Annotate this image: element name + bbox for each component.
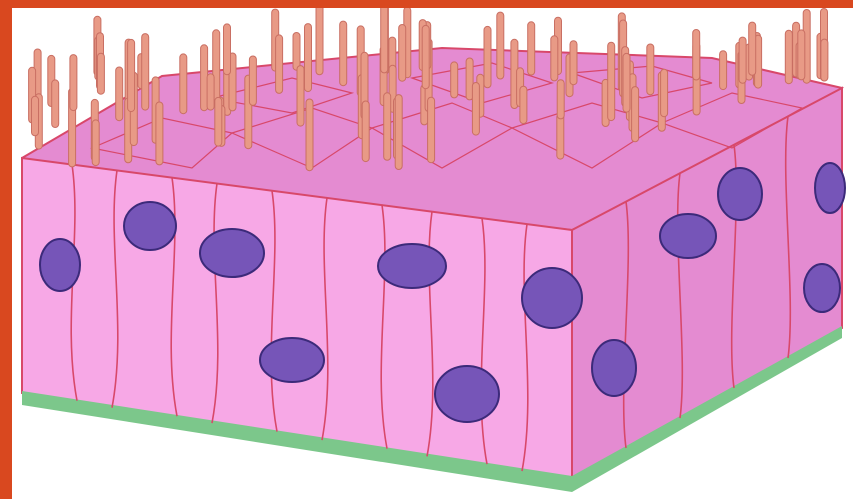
cilium [557,114,564,159]
cilium [785,30,792,83]
cilium [497,12,504,79]
cilium [720,51,727,90]
accent-bar-top [0,0,853,8]
cilium [52,80,59,128]
cilium [201,45,208,111]
accent-bar-left [0,0,12,499]
cilium [608,42,615,120]
epithelium-illustration [12,8,853,499]
cilium [557,80,564,119]
cilium [316,8,323,75]
nucleus [435,366,499,422]
cilium [92,120,99,166]
cilium [305,24,312,92]
cilium [180,54,187,114]
cilium [249,56,256,105]
cilium [224,24,231,75]
cilium [551,36,558,81]
nucleus [660,214,716,258]
cilium [381,8,388,73]
cilium [215,97,222,146]
cilium [798,30,805,80]
cilium [70,55,77,111]
cilium [528,22,535,75]
nucleus [40,239,80,291]
cilium [142,34,149,111]
cilium [693,30,700,81]
cilium [739,37,746,83]
nucleus [200,229,264,277]
cilium [821,39,828,81]
cilium [422,25,429,88]
cilium [32,96,39,136]
cilium [207,74,214,110]
cilium [128,39,135,111]
cilium [395,95,402,170]
nucleus [815,163,845,213]
cilium [340,21,347,86]
cilium [570,41,577,85]
cilium [661,69,668,116]
cilium [293,33,300,71]
cilium [306,99,313,171]
nucleus [378,244,446,288]
cilium [399,25,406,82]
cilium [428,97,435,163]
nucleus [804,264,840,312]
cilium [297,66,304,127]
cilium [156,102,163,165]
nucleus [260,338,324,382]
nucleus [718,168,762,220]
nucleus [592,340,636,396]
nucleus [124,202,176,250]
cilium [97,53,104,94]
cilium [623,53,630,112]
cilium [472,83,479,136]
cilium [276,35,283,94]
cilium [647,44,654,95]
cilium [362,101,369,162]
cilium [632,87,639,142]
cilium [520,86,527,123]
nucleus [522,268,582,328]
cilium [749,22,756,75]
cilium [484,26,491,87]
cilium [451,62,458,98]
cilium [384,93,391,161]
epithelium-svg [12,8,853,499]
cilium [116,67,123,121]
